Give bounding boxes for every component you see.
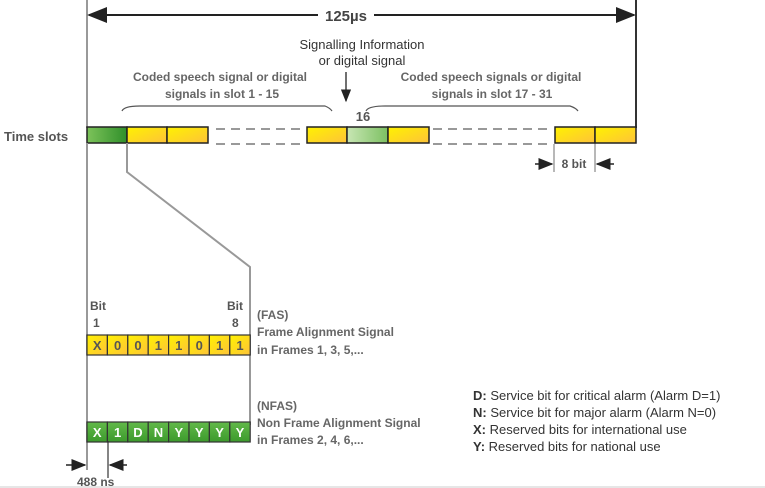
left-group-label-line1: Coded speech signal or digital	[133, 70, 307, 84]
signalling-label-line2: or digital signal	[319, 53, 406, 68]
legend-item-d: D: Service bit for critical alarm (Alarm…	[473, 388, 720, 403]
time-slot-31	[594, 126, 637, 144]
legend-text: Service bit for major alarm (Alarm N=0)	[487, 405, 716, 420]
fas-bit-value: 0	[134, 338, 141, 353]
legend-key: D:	[473, 388, 487, 403]
time-slot-2	[166, 126, 209, 144]
legend-text: Service bit for critical alarm (Alarm D=…	[487, 388, 721, 403]
legend-key: Y:	[473, 439, 485, 454]
bit-first-num: 1	[93, 316, 100, 330]
fas-bit-value: X	[93, 338, 102, 353]
time-slot-0	[86, 126, 128, 144]
bit-duration-label: 488 ns	[77, 475, 115, 488]
nfas-name: Non Frame Alignment Signal	[257, 416, 421, 430]
left-group-brace	[121, 105, 333, 112]
time-slot-17	[387, 126, 430, 144]
nfas-frames: in Frames 2, 4, 6,...	[257, 433, 364, 447]
fas-bit-value: 1	[175, 338, 182, 353]
duration-label: 125µs	[325, 8, 367, 25]
nfas-bit-value: Y	[195, 425, 204, 440]
bit-last-num: 8	[232, 316, 239, 330]
fas-bit-value: 0	[114, 338, 121, 353]
bit-first-label: Bit	[90, 299, 106, 313]
legend-text: Reserved bits for international use	[486, 422, 687, 437]
time-slot-1	[126, 126, 168, 144]
right-group-label-line2: signals in slot 17 - 31	[432, 87, 553, 101]
slot16-label: 16	[356, 109, 370, 124]
legend-item-x: X: Reserved bits for international use	[473, 422, 687, 437]
bit-last-label: Bit	[227, 299, 243, 313]
legend-key: N:	[473, 405, 487, 420]
nfas-bit-box	[229, 421, 251, 443]
nfas-bit-value: D	[133, 425, 142, 440]
nfas-abbr: (NFAS)	[257, 399, 297, 413]
nfas-bit-value: Y	[236, 425, 245, 440]
signalling-label-line1: Signalling Information	[299, 37, 424, 52]
left-group-label-line2: signals in slot 1 - 15	[165, 87, 279, 101]
fas-bit-box	[229, 334, 251, 356]
right-group-brace	[365, 105, 579, 112]
legend: D: Service bit for critical alarm (Alarm…	[473, 388, 720, 454]
nfas-bit-value: N	[154, 425, 163, 440]
fas-frames: in Frames 1, 3, 5,...	[257, 343, 364, 357]
time-slot-16	[346, 126, 389, 144]
legend-item-n: N: Service bit for major alarm (Alarm N=…	[473, 405, 716, 420]
time-slots-label: Time slots	[4, 129, 68, 144]
bit-width-label: 8 bit	[562, 157, 587, 171]
fas-name: Frame Alignment Signal	[257, 325, 394, 339]
legend-item-y: Y: Reserved bits for national use	[473, 439, 661, 454]
fas-bit-value: 1	[155, 338, 162, 353]
legend-key: X:	[473, 422, 486, 437]
expansion-line-right	[126, 143, 251, 425]
right-group-label-line1: Coded speech signals or digital	[401, 70, 582, 84]
fas-bit-value: 0	[196, 338, 203, 353]
time-slot-30	[554, 126, 596, 144]
fas-bit-value: 1	[236, 338, 243, 353]
time-slot-15	[306, 126, 348, 144]
nfas-bit-value: Y	[215, 425, 224, 440]
fas-bit-value: 1	[216, 338, 223, 353]
fas-abbr: (FAS)	[257, 308, 288, 322]
legend-text: Reserved bits for national use	[485, 439, 661, 454]
nfas-bit-value: 1	[114, 425, 121, 440]
nfas-bit-value: Y	[174, 425, 183, 440]
nfas-bit-value: X	[93, 425, 102, 440]
